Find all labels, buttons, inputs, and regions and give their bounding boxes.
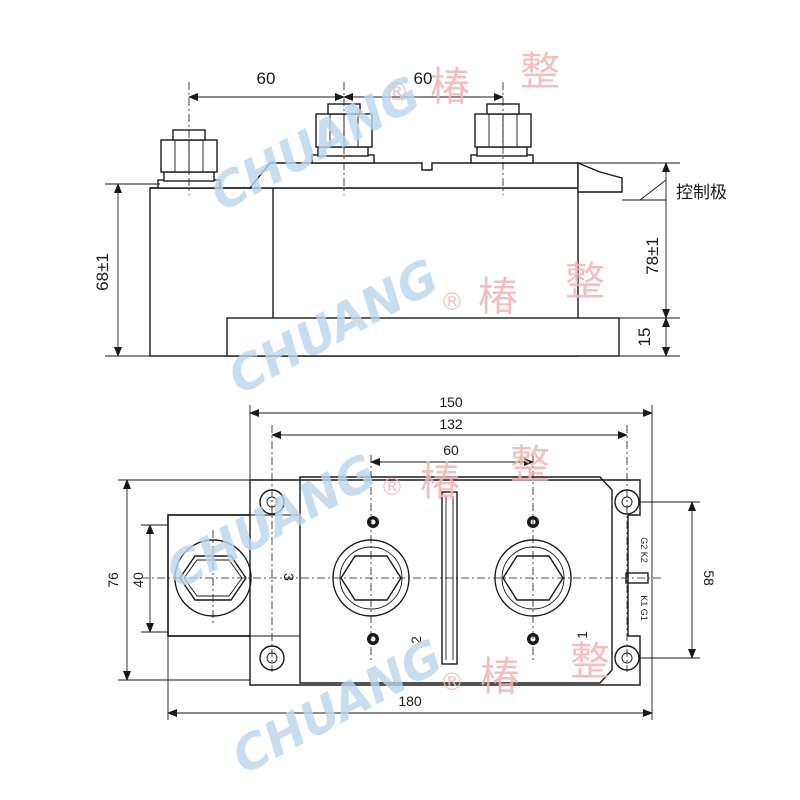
dim-height-right-label: 78±1	[643, 237, 662, 275]
module-cover-outline	[299, 476, 613, 684]
watermark-cjk-a2: 椿	[478, 274, 518, 320]
terminal-3-label: 3	[281, 573, 297, 581]
watermark-cjk-b3: 整	[510, 442, 550, 488]
gate-lower-label: K1 G1	[639, 595, 649, 621]
terminal-1-label: 1	[574, 631, 590, 639]
watermark: CHUANG CHUANG CHUANG CHUANG ® 椿 整 ® 椿 整 …	[157, 49, 610, 786]
watermark-cjk-a4: 椿	[480, 654, 520, 700]
watermark-cjk-a3: 椿	[420, 459, 460, 505]
dim-base-label: 15	[635, 328, 654, 347]
dim-terminal-pitch-label: 60	[443, 442, 459, 458]
dim-total-length-label: 180	[398, 693, 422, 709]
watermark-registered-4: ®	[440, 668, 464, 696]
watermark-cjk-b4: 整	[570, 639, 610, 685]
control-pin-label: 控制极	[676, 183, 727, 202]
dim-height-left-label: 68±1	[93, 253, 112, 291]
gate-upper-label: G2 K2	[639, 537, 649, 563]
terminal-bolt-right	[470, 103, 534, 164]
watermark-registered-2: ®	[440, 288, 464, 316]
dim-overall-width-label: 150	[439, 394, 463, 410]
watermark-brand-latin-3: CHUANG	[157, 444, 385, 601]
watermark-cjk-b2: 整	[565, 259, 605, 305]
watermark-registered-3: ®	[380, 473, 404, 501]
terminal-2-label: 2	[408, 636, 424, 644]
top-view: G2 K2 K1 G1 3 2 1 150 132 60 180 76	[105, 394, 717, 720]
watermark-cjk-a1: 椿	[430, 64, 470, 110]
side-view: 60 60 68±1 78±1 15 控制极	[93, 69, 727, 357]
dim-top-right-label: 60	[414, 69, 433, 88]
base-plate-side	[226, 317, 620, 357]
watermark-cjk-b1: 整	[520, 49, 560, 95]
watermark-registered-1: ®	[385, 78, 409, 106]
dim-hole-pitch-label: 132	[439, 416, 463, 432]
dim-left-height-label: 76	[105, 572, 121, 588]
dim-right-pitch-label: 58	[701, 570, 717, 586]
dim-left-inner-label: 40	[130, 572, 146, 588]
control-pin-shoulder	[577, 161, 623, 193]
dim-top-left-label: 60	[257, 69, 276, 88]
